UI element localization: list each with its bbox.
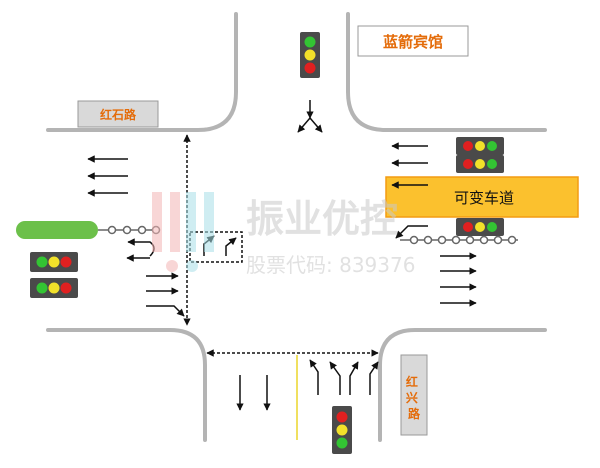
watermark-brand: 振业优控 — [246, 197, 398, 241]
traffic-signal-icon — [456, 218, 504, 236]
detector-bar — [16, 221, 98, 239]
traffic-signal-icon — [30, 278, 78, 298]
watermark-logo — [152, 192, 214, 272]
turn-waiting-zone — [189, 231, 243, 263]
road-edge-ne — [346, 12, 547, 132]
hotel-label: 蓝箭宾馆 — [383, 33, 443, 51]
arrow-left-icon — [225, 237, 237, 256]
variable-lane-box — [385, 176, 579, 218]
arrow-right-icon — [369, 361, 379, 395]
road-edge-nw — [46, 12, 238, 132]
traffic-signal-icon — [456, 155, 504, 173]
detector-chain-west — [98, 225, 161, 235]
detector-chain-east — [400, 235, 518, 245]
road-hongxing-box — [400, 354, 428, 436]
traffic-signal-icon — [332, 406, 352, 454]
arrow-left-icon — [395, 225, 428, 239]
road-edges — [46, 12, 547, 442]
arrow-right-icon — [146, 305, 185, 317]
road-hongshi-label: 红石路 — [100, 107, 137, 122]
arrow-down-icon — [297, 117, 311, 133]
traffic-signal-icon — [456, 137, 504, 155]
hotel-box — [357, 25, 469, 57]
road-edge-se — [378, 328, 547, 442]
arrow-down-icon — [309, 117, 323, 133]
arrow-left-icon — [329, 361, 341, 395]
arrow-right-icon — [349, 361, 359, 395]
traffic-signal-icon — [300, 32, 320, 78]
road-hongxing-label: 红 兴 路 — [406, 374, 422, 421]
variable-lane-label: 可变车道 — [454, 189, 514, 207]
watermark-stock: 股票代码: 839376 — [246, 253, 415, 277]
road-edge-sw — [46, 328, 207, 442]
stop-lines — [183, 134, 379, 357]
traffic-signal-icon — [30, 252, 78, 272]
watermark: 振业优控 股票代码: 839376 — [152, 192, 415, 277]
u-turn-icon — [127, 238, 155, 257]
road-hongshi-box — [77, 100, 159, 128]
arrow-left-icon — [309, 359, 319, 395]
